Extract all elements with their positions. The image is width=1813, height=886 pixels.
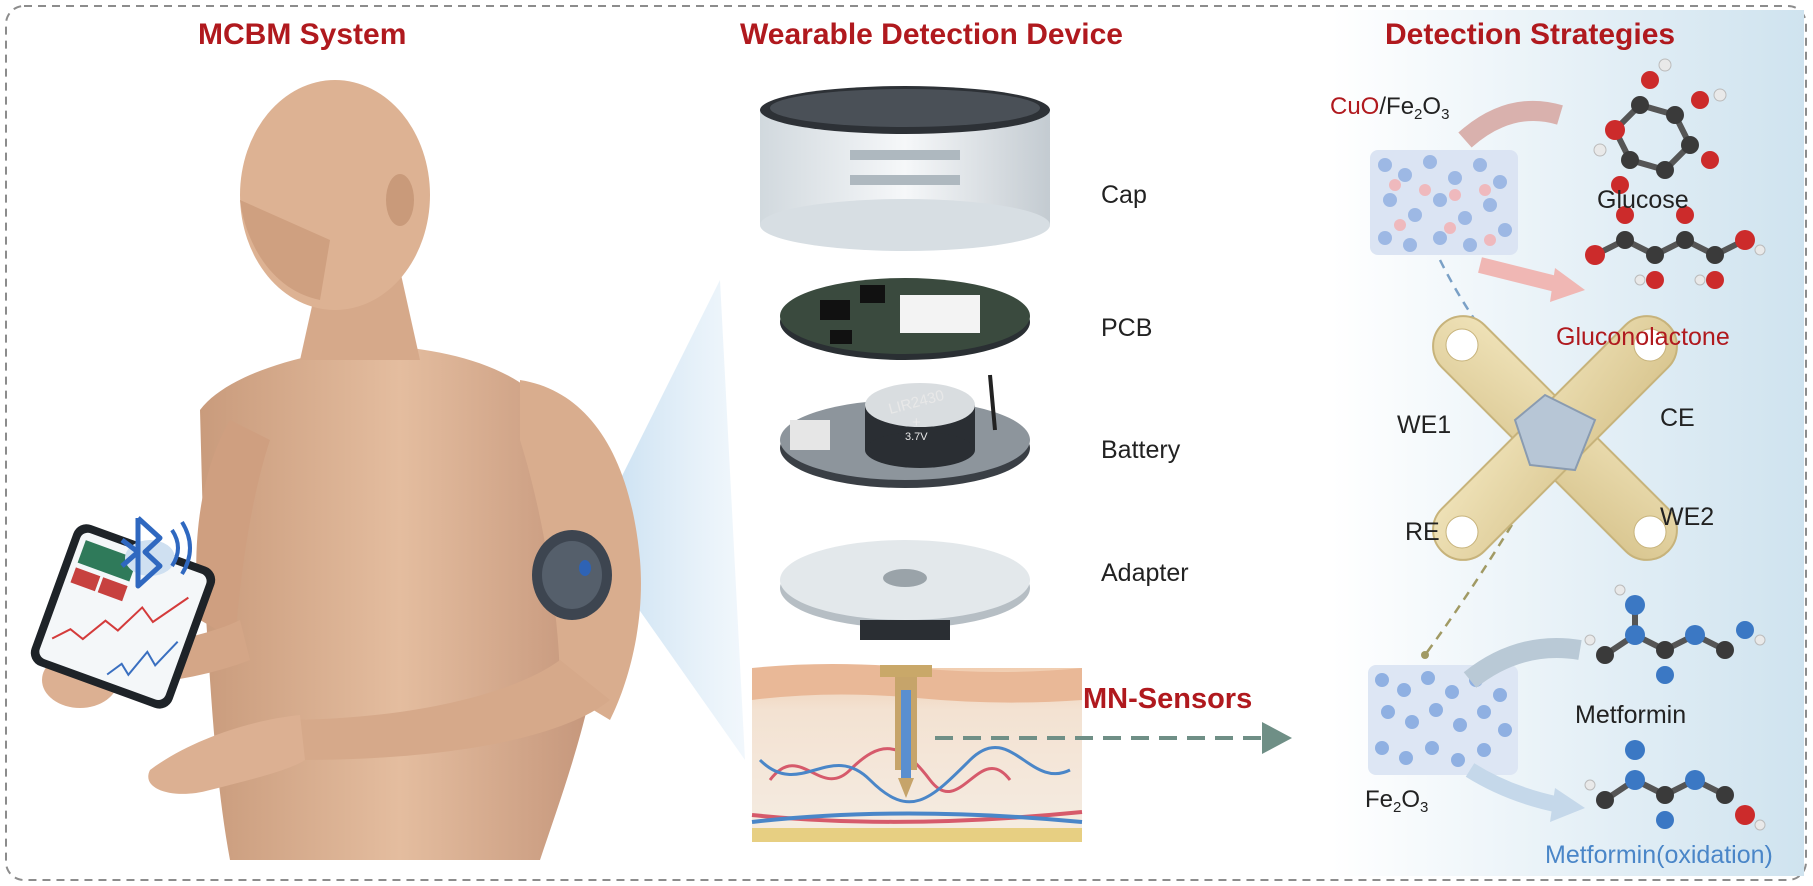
outer-frame [5, 5, 1807, 881]
battery-voltage-print: 3.7V [905, 431, 928, 443]
header-mcbm-system: MCBM System [198, 18, 407, 51]
skin-cross-section [751, 664, 1083, 842]
metformin-molecule [1584, 584, 1766, 684]
label-we2: WE2 [1660, 503, 1715, 531]
label-ce: CE [1660, 404, 1695, 432]
device-adapter [780, 540, 1030, 640]
x-electrode [1432, 315, 1678, 561]
smartphone[interactable] [27, 520, 219, 712]
label-cuo-fe2o3: CuO/Fe2O3 [1330, 93, 1450, 123]
cuo-fe2o3-particles [1370, 150, 1518, 255]
label-we1: WE1 [1397, 411, 1452, 439]
glucose-molecule [1593, 58, 1727, 194]
label-re: RE [1405, 518, 1440, 546]
metformin-flow-arc [1463, 638, 1582, 688]
label-metformin-oxidation: Metformin(oxidation) [1545, 841, 1773, 869]
label-gluconolactone: Gluconolactone [1556, 323, 1730, 351]
label-glucose: Glucose [1597, 186, 1689, 214]
metformin-oxidized-molecule [1584, 740, 1766, 831]
gluconolactone-molecule [1585, 206, 1766, 289]
bluetooth-icon [120, 516, 192, 589]
top-connector [1438, 259, 1546, 406]
label-adapter: Adapter [1101, 559, 1189, 587]
label-metformin: Metformin [1575, 701, 1687, 729]
device-cap [760, 86, 1050, 251]
zoom-beam [590, 280, 745, 760]
device-battery [780, 374, 1030, 488]
header-detection-strategies: Detection Strategies [1385, 18, 1676, 51]
human-figure [42, 80, 641, 860]
metformin-ox-flow-arrow [1465, 763, 1562, 813]
label-cap: Cap [1101, 181, 1147, 209]
battery-plus-print: + [912, 414, 921, 431]
fe2o3-particles [1368, 665, 1518, 775]
label-pcb: PCB [1101, 314, 1153, 342]
gluconolactone-flow-arrow [1478, 257, 1562, 293]
device-pcb [780, 278, 1030, 360]
sensor-arrowhead [1262, 722, 1292, 754]
metformin-ox-arrowhead [1550, 788, 1585, 822]
bottom-connector [1423, 469, 1547, 656]
gluconolactone-arrowhead [1550, 268, 1585, 302]
label-fe2o3: Fe2O3 [1365, 786, 1429, 816]
header-wearable-device: Wearable Detection Device [740, 18, 1123, 51]
label-battery: Battery [1101, 436, 1181, 464]
label-mn-sensors: MN-Sensors [1083, 683, 1253, 715]
glucose-flow-arc [1458, 100, 1563, 148]
